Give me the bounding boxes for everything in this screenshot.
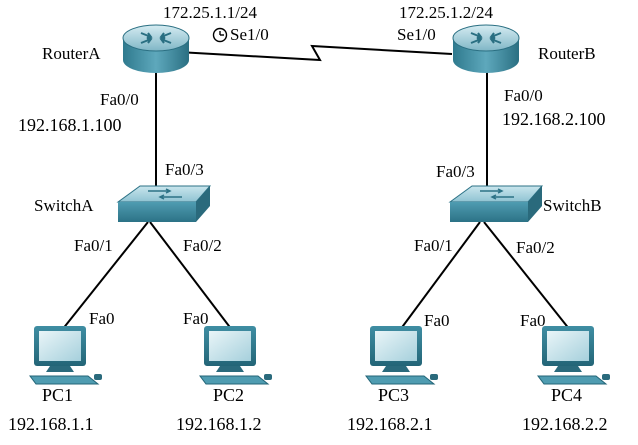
pc4-port: Fa0 <box>520 311 546 330</box>
routerB-fa-port: Fa0/0 <box>504 86 543 105</box>
router-icon <box>452 24 520 73</box>
pc-icon <box>537 326 610 385</box>
pc2-name: PC2 <box>213 385 245 405</box>
pc2-ip: 192.168.1.2 <box>176 414 262 434</box>
pc3-ip: 192.168.2.1 <box>347 414 433 434</box>
switchA-name: SwitchA <box>34 196 94 215</box>
routerA-serial-port: Se1/0 <box>230 25 269 44</box>
pc-icon <box>365 326 438 385</box>
pc4-name: PC4 <box>551 385 583 405</box>
switchB-port1: Fa0/1 <box>414 236 453 255</box>
switchA-port2: Fa0/2 <box>183 236 222 255</box>
link-switchA-pc2 <box>149 221 233 331</box>
switchB-port2: Fa0/2 <box>516 238 555 257</box>
routerA-fa-ip: 192.168.1.100 <box>18 115 122 135</box>
link-switchA-pc1 <box>61 221 149 331</box>
links <box>61 44 571 331</box>
router-icon <box>122 24 190 73</box>
pc1-port: Fa0 <box>89 309 115 328</box>
routerA-name: RouterA <box>42 44 101 63</box>
pc4-ip: 192.168.2.2 <box>522 414 608 434</box>
clock-icon <box>212 27 228 43</box>
pc3-name: PC3 <box>378 385 410 405</box>
routerA-serial-ip: 172.25.1.1/24 <box>163 3 257 22</box>
pc-icon <box>29 326 102 385</box>
pc-icon <box>199 326 272 385</box>
pc3-port: Fa0 <box>424 311 450 330</box>
switch-icon <box>448 185 544 222</box>
link-serial <box>177 44 453 62</box>
switchB-name: SwitchB <box>543 196 602 215</box>
routerB-serial-port: Se1/0 <box>397 25 436 44</box>
pc1-ip: 192.168.1.1 <box>8 414 94 434</box>
switch-icon <box>116 185 212 222</box>
link-switchB-pc3 <box>399 221 481 331</box>
pc2-port: Fa0 <box>183 309 209 328</box>
pc1-name: PC1 <box>42 385 74 405</box>
routerB-name: RouterB <box>538 44 596 63</box>
switchA-port1: Fa0/1 <box>74 236 113 255</box>
switchB-uplink-port: Fa0/3 <box>436 162 475 181</box>
link-switchB-pc4 <box>483 221 571 331</box>
routerA-fa-port: Fa0/0 <box>100 90 139 109</box>
routerB-serial-ip: 172.25.1.2/24 <box>399 3 493 22</box>
routerB-fa-ip: 192.168.2.100 <box>502 109 606 129</box>
switchA-uplink-port: Fa0/3 <box>165 160 204 179</box>
